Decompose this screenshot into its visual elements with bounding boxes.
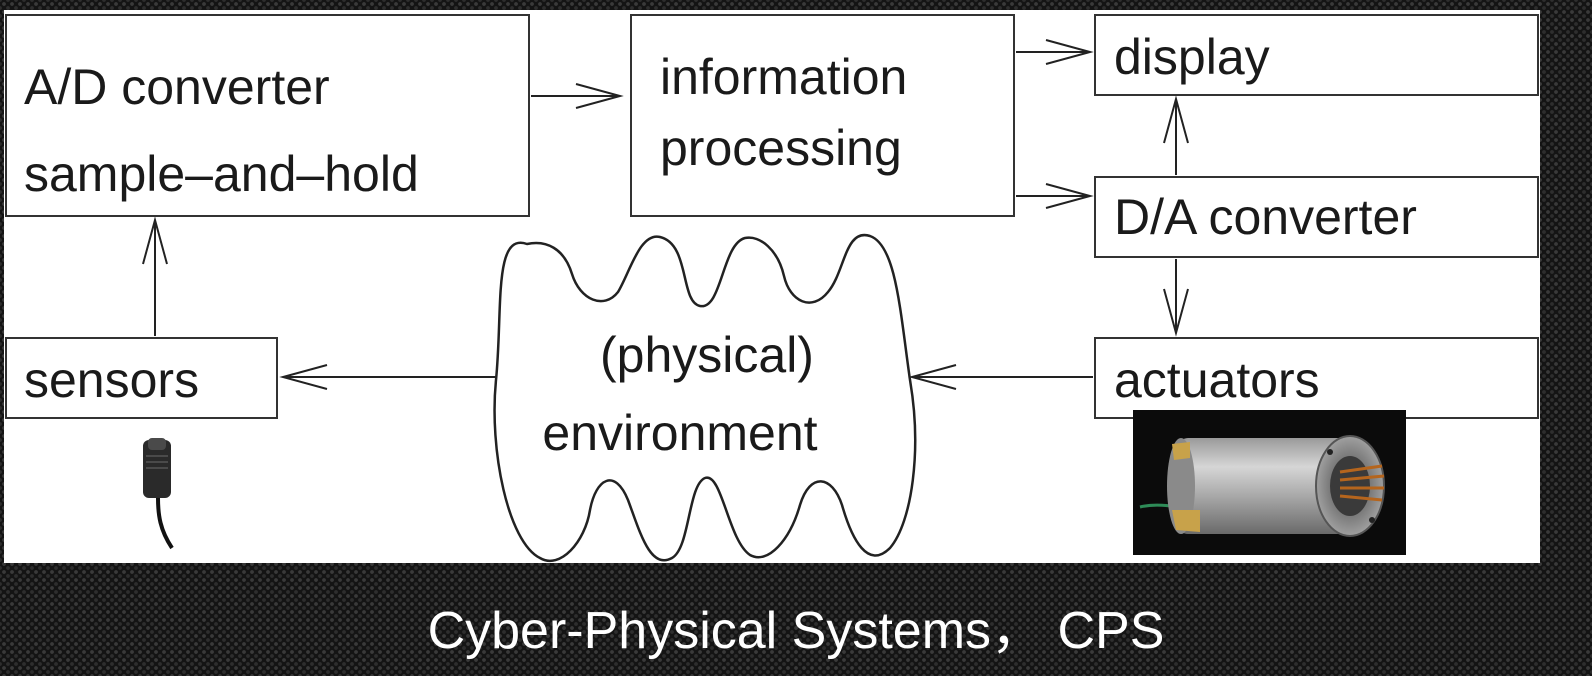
motor-photo-icon <box>1133 410 1406 555</box>
actuators-node: actuators <box>1094 337 1539 419</box>
cps-diagram: A/D converter sample–and–hold informatio… <box>4 10 1540 563</box>
adc-label-line1: A/D converter <box>24 59 330 115</box>
display-node: display <box>1094 14 1539 96</box>
slide-caption: Cyber-Physical Systems， CPS <box>427 602 1165 660</box>
edge-actuators-to-environment <box>908 364 1093 390</box>
environment-node: (physical) environment <box>493 233 917 562</box>
edge-processing-to-dac <box>1016 183 1094 209</box>
environment-cloud-shape <box>493 233 917 562</box>
edge-dac-to-display <box>1163 95 1189 175</box>
adc-node: A/D converter sample–and–hold <box>5 14 530 217</box>
dac-node: D/A converter <box>1094 176 1539 258</box>
adc-label-line2: sample–and–hold <box>24 146 419 202</box>
edge-sensors-to-adc <box>142 216 168 336</box>
edge-dac-to-actuators <box>1163 259 1189 337</box>
actuators-label: actuators <box>1114 352 1320 408</box>
display-label: display <box>1114 29 1270 85</box>
processing-label-line1: information <box>660 49 907 105</box>
sensors-label: sensors <box>24 352 199 408</box>
dac-label: D/A converter <box>1114 189 1417 245</box>
processing-label-line2: processing <box>660 120 902 176</box>
processing-node: information processing <box>630 14 1015 217</box>
environment-label-line2: environment <box>542 405 817 461</box>
sensors-node: sensors <box>5 337 278 419</box>
edge-environment-to-sensors <box>279 364 497 390</box>
environment-label-line1: (physical) <box>600 327 814 383</box>
sensor-photo-icon <box>143 438 174 550</box>
edge-processing-to-display <box>1016 39 1094 65</box>
edge-adc-to-processing <box>531 83 624 109</box>
